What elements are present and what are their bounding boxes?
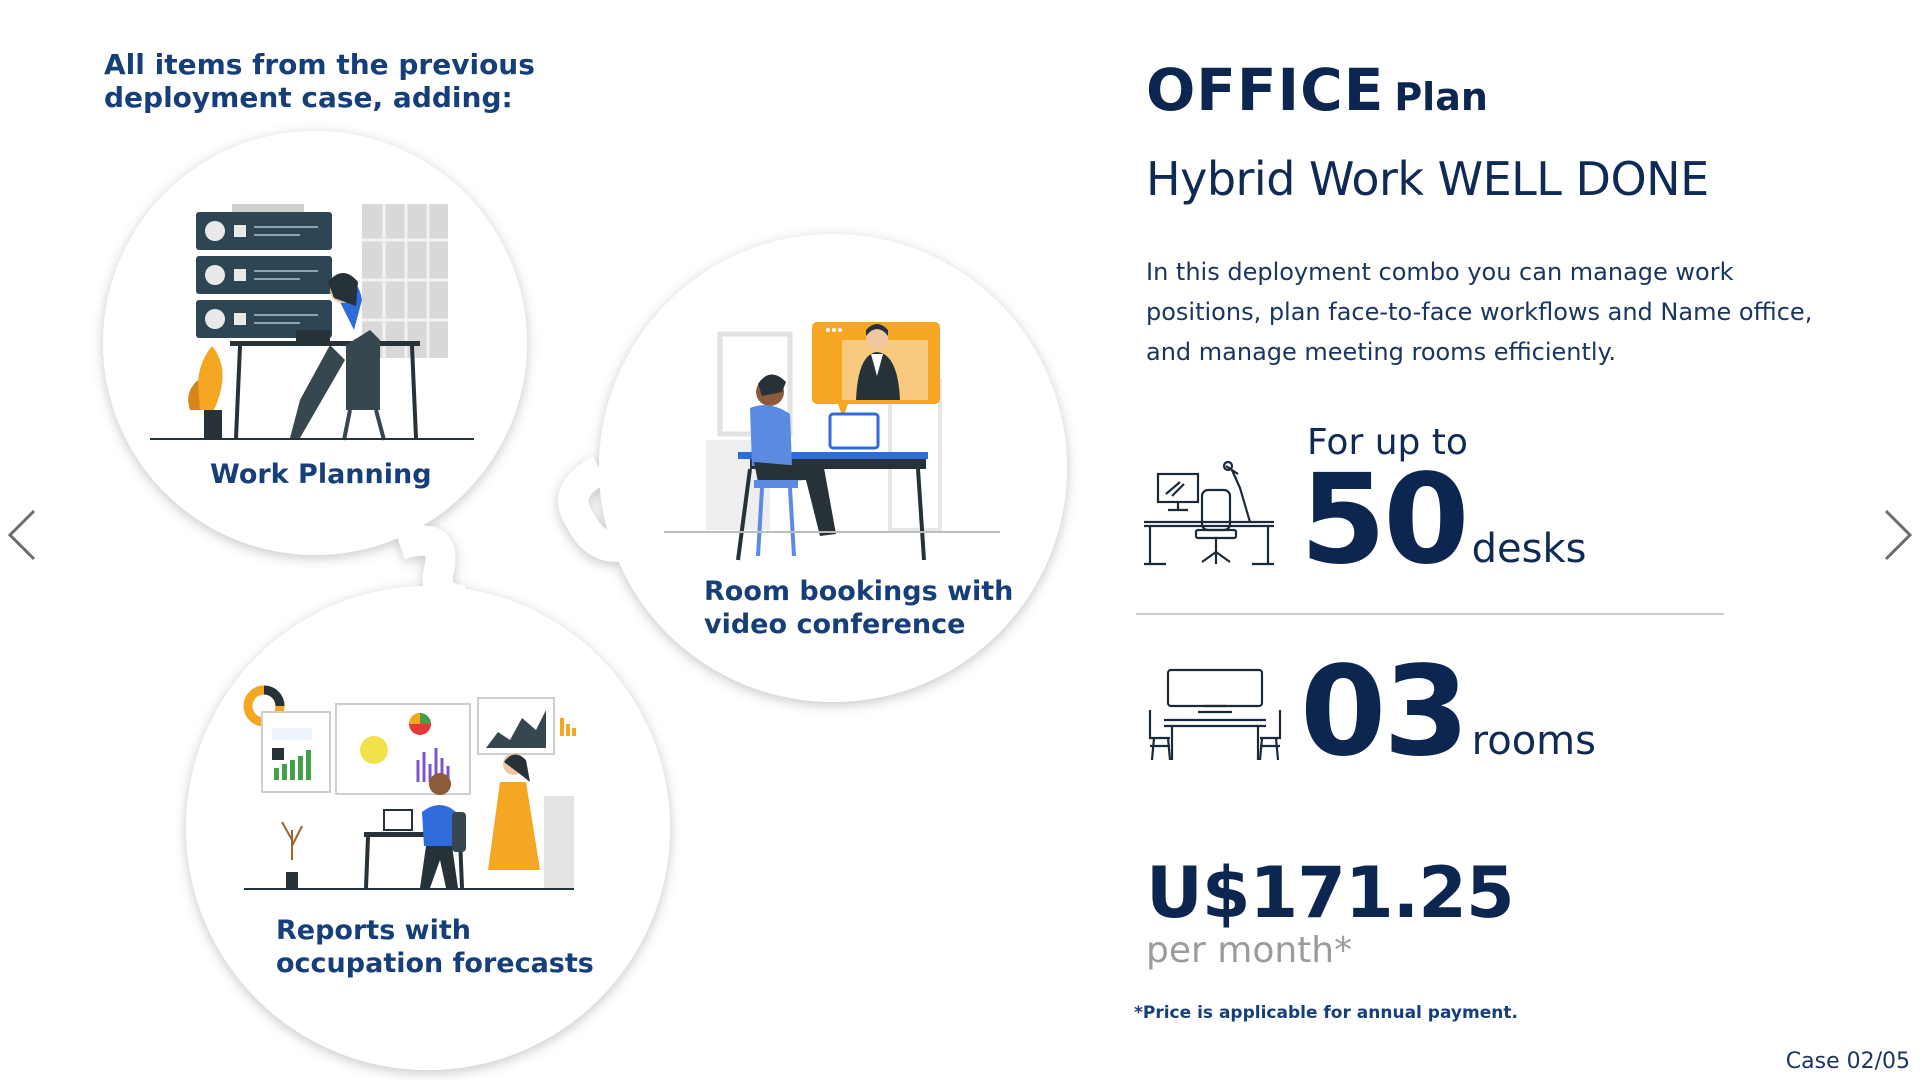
chevron-left-icon[interactable]: [4, 505, 44, 565]
intro-line-1: All items from the previous: [104, 48, 535, 81]
capacity-divider: [1136, 613, 1724, 615]
rooms-capacity: 03 rooms: [1300, 650, 1596, 774]
video-conference-illustration: [664, 322, 1000, 561]
plan-tagline: Hybrid Work WELL DONE: [1146, 152, 1709, 206]
intro-line-2: deployment case, adding:: [104, 81, 513, 114]
feature-label-work-planning: Work Planning: [210, 459, 432, 490]
plan-name: OFFICE: [1146, 56, 1385, 124]
meeting-room-icon: [1148, 668, 1282, 761]
capacity-prefix: For up to: [1307, 422, 1468, 463]
intro-text: All items from the previous deployment c…: [104, 48, 584, 114]
rooms-count: 03: [1300, 640, 1470, 784]
price-amount: U$171.25: [1146, 852, 1515, 934]
desks-capacity: 50 desks: [1300, 458, 1587, 582]
feature-label-room-bookings: Room bookings with video conference: [704, 576, 1014, 640]
plan-description: In this deployment combo you can manage …: [1146, 258, 1813, 366]
desks-count: 50: [1300, 448, 1470, 592]
feature-label-reports: Reports with occupation forecasts: [276, 915, 594, 979]
reports-illustration: [243, 685, 576, 890]
plan-suffix: Plan: [1394, 75, 1488, 119]
desks-unit: desks: [1471, 526, 1587, 572]
rooms-unit: rooms: [1471, 718, 1596, 764]
work-planning-illustration: [150, 204, 474, 441]
pagination-indicator: Case 02/05: [1785, 1049, 1910, 1074]
price-note: *Price is applicable for annual payment.: [1134, 1003, 1518, 1023]
price-period: per month*: [1146, 930, 1353, 971]
feature-bubbles: [103, 131, 1067, 1070]
chevron-right-icon[interactable]: [1876, 505, 1916, 565]
desk-workstation-icon: [1144, 460, 1274, 566]
